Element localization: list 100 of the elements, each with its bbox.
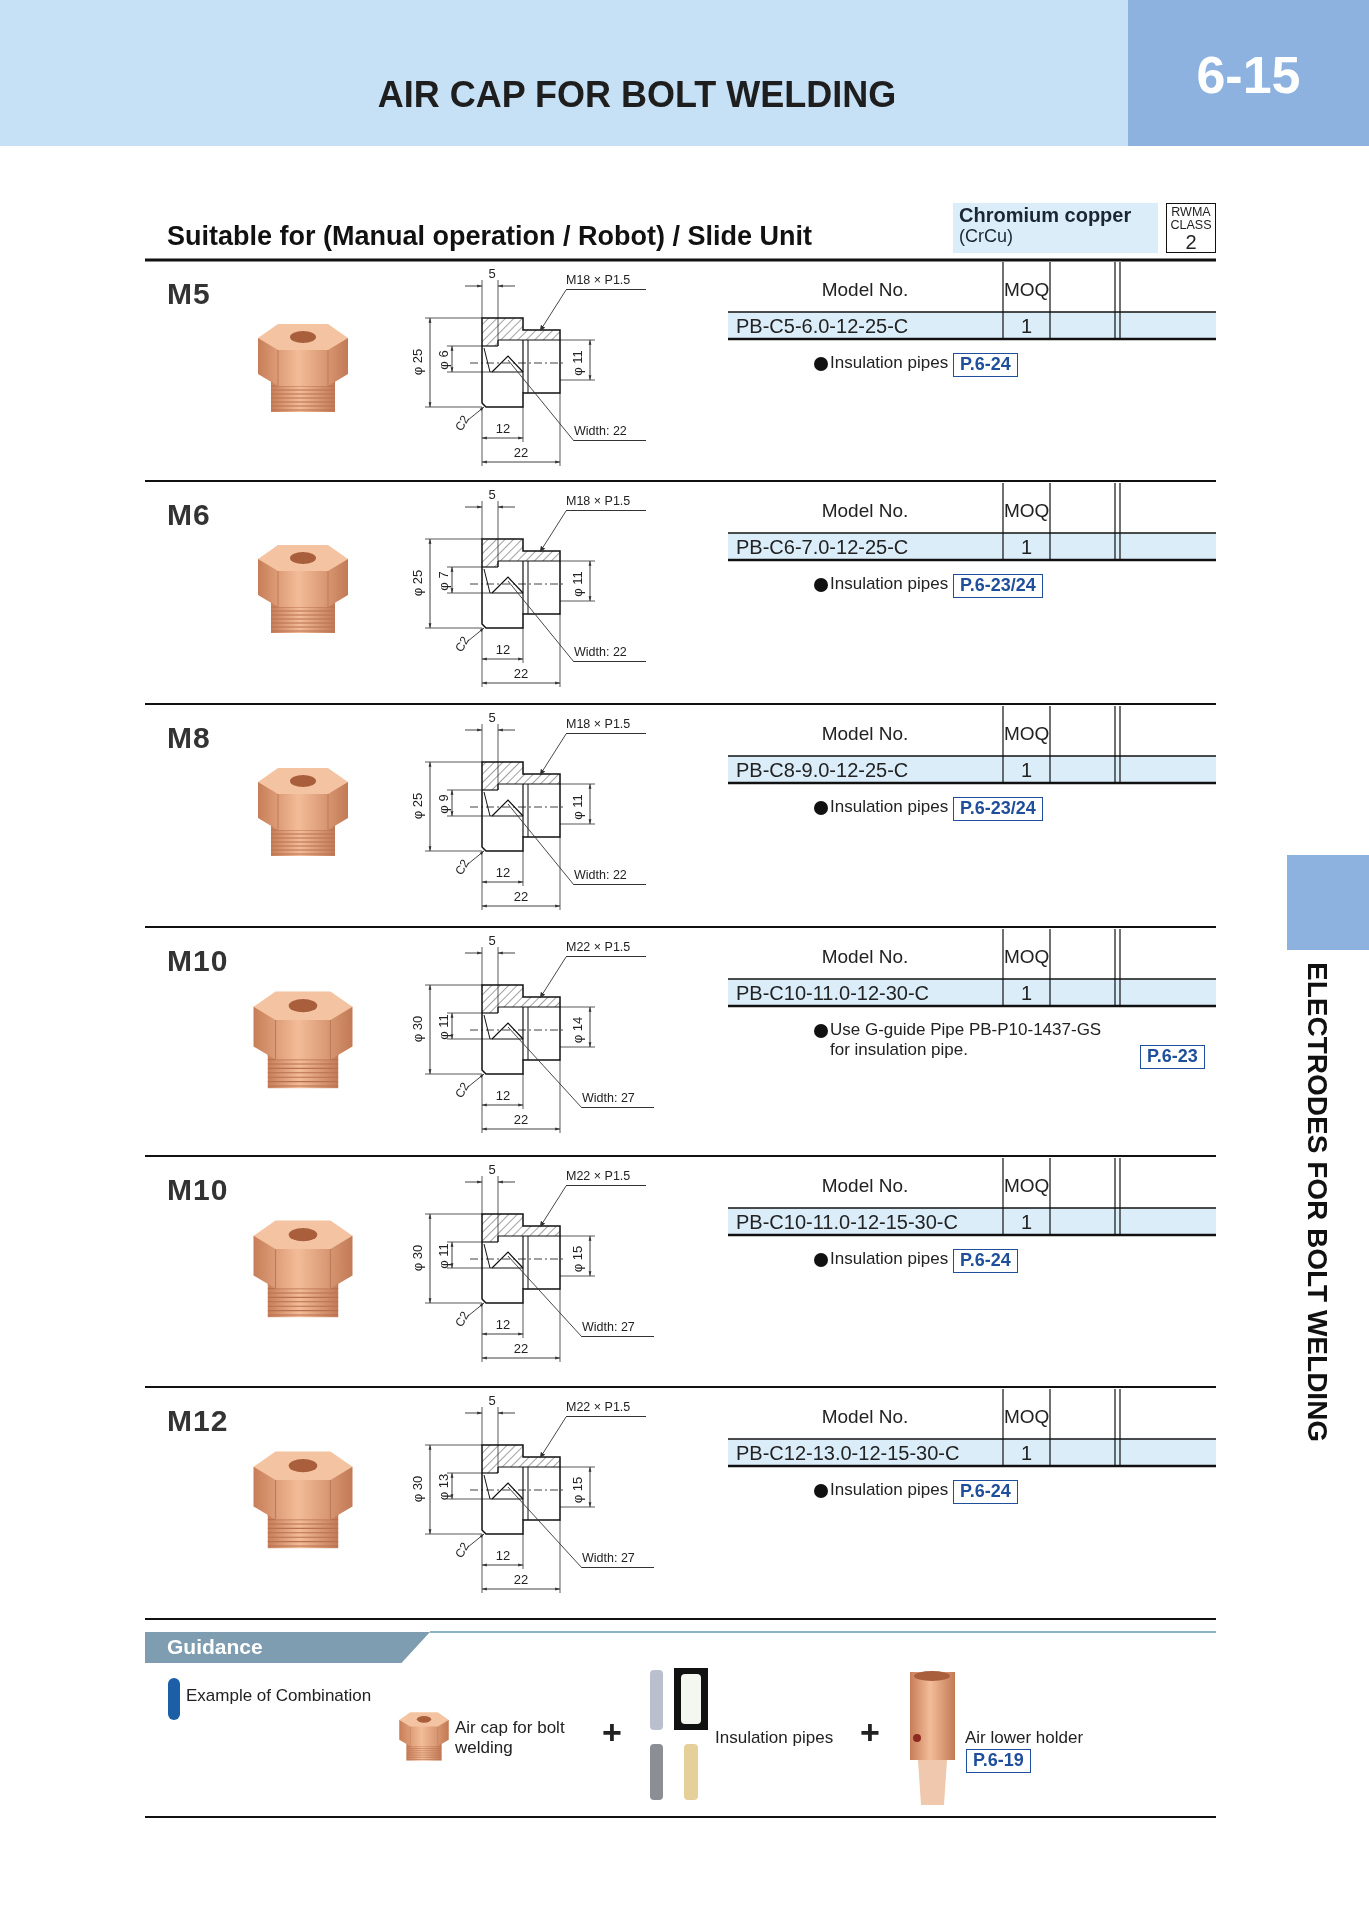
leader-line [507, 1255, 583, 1338]
side-tab [1287, 855, 1369, 950]
model-number: PB-C10-11.0-12-30-C [736, 981, 930, 1005]
dimension-label: 12 [494, 421, 512, 437]
note-text: Insulation pipes [830, 1480, 949, 1500]
product-caption: Air lower holder [965, 1728, 1084, 1748]
dimension-label: 22 [512, 445, 530, 461]
quantity-value: 1 [1019, 758, 1034, 782]
column-header: Model No. [820, 945, 910, 968]
product-caption: Air cap for bolt welding [455, 1718, 566, 1758]
note-text: Insulation pipes [830, 353, 949, 373]
thread-callout: M22 × P1.5 [566, 1168, 646, 1186]
dimension-label: φ 11 [436, 1242, 452, 1271]
dimension-label: φ 14 [570, 1015, 586, 1046]
dimension-label: φ 7 [436, 570, 452, 593]
column-header: MOQ [1004, 1405, 1049, 1428]
model-number: PB-C5-6.0-12-25-C [736, 314, 909, 338]
note-text: Use G-guide Pipe PB-P10-1437-GS for insulation pipe. [830, 1020, 1103, 1060]
quantity-value: 1 [1019, 1210, 1034, 1234]
quantity-value: 1 [1019, 1441, 1034, 1465]
dimension-label: φ 13 [436, 1472, 452, 1503]
page-reference: P.6-23/24 [953, 574, 1043, 598]
leader-line [507, 359, 575, 442]
dimension-label: φ 11 [570, 570, 586, 599]
dimension-label: φ 11 [436, 1013, 452, 1042]
dimension-label: φ 30 [410, 1243, 426, 1274]
model-number: PB-C8-9.0-12-25-C [736, 758, 909, 782]
dimension-label: 12 [494, 1088, 512, 1104]
material-panel: Chromium copper (CrCu) [953, 203, 1158, 253]
dimension-label: φ 30 [410, 1014, 426, 1045]
width-callout: Width: 27 [582, 1090, 654, 1108]
dimension-label: φ 15 [570, 1475, 586, 1506]
size-heading: M6 [167, 497, 211, 533]
page-reference: P.6-23 [1140, 1045, 1205, 1069]
dimension-label: 22 [512, 889, 530, 905]
dimension-label: φ 25 [410, 347, 426, 378]
dimension-label: 5 [487, 933, 497, 949]
dimension-label: 5 [487, 1393, 497, 1409]
leader-line [507, 580, 575, 663]
dimension-label: C2 [451, 632, 473, 657]
guidance-heading: Example of Combination [186, 1686, 372, 1706]
dimension-label: 22 [512, 666, 530, 682]
column-header: Model No. [820, 1174, 910, 1197]
dimension-label: 22 [512, 1341, 530, 1357]
plus-sign: + [860, 1712, 880, 1753]
note-text: Insulation pipes [830, 797, 949, 817]
dimension-label: φ 11 [570, 793, 586, 822]
dimension-label: φ 30 [410, 1474, 426, 1505]
page-reference: P.6-19 [966, 1749, 1031, 1773]
thread-callout: M22 × P1.5 [566, 1399, 646, 1417]
page-number-tab: 6-15 [1128, 0, 1369, 146]
dimension-label: 5 [487, 1162, 497, 1178]
dimension-label: 12 [494, 1548, 512, 1564]
note-text: Insulation pipes [830, 1249, 949, 1269]
dimension-label: C2 [451, 855, 473, 880]
column-header: MOQ [1004, 278, 1049, 301]
dimension-label: φ 15 [570, 1244, 586, 1275]
model-number: PB-C12-13.0-12-15-30-C [736, 1441, 960, 1465]
class-badge: RWMA CLASS 2 [1166, 203, 1216, 253]
size-heading: M10 [167, 1172, 229, 1208]
size-heading: M8 [167, 720, 211, 756]
page-reference: P.6-24 [953, 1249, 1018, 1273]
thread-callout: M22 × P1.5 [566, 939, 646, 957]
dimension-label: 5 [487, 266, 497, 282]
dimension-label: φ 9 [436, 793, 452, 816]
product-caption: Insulation pipes [715, 1728, 834, 1748]
column-header: Model No. [820, 1405, 910, 1428]
width-callout: Width: 22 [574, 423, 646, 441]
quantity-value: 1 [1019, 535, 1034, 559]
dimension-label: φ 25 [410, 791, 426, 822]
size-heading: M10 [167, 943, 229, 979]
dimension-label: 12 [494, 865, 512, 881]
width-callout: Width: 22 [574, 867, 646, 885]
dimension-label: 5 [487, 487, 497, 503]
page-reference: P.6-23/24 [953, 797, 1043, 821]
column-header: MOQ [1004, 1174, 1049, 1197]
dimension-label: 12 [494, 1317, 512, 1333]
width-callout: Width: 22 [574, 644, 646, 662]
dimension-label: φ 11 [570, 349, 586, 378]
thread-callout: M18 × P1.5 [566, 716, 646, 734]
leader-line [507, 803, 575, 886]
quantity-value: 1 [1019, 981, 1034, 1005]
thread-callout: M18 × P1.5 [566, 493, 646, 511]
dimension-label: 5 [487, 710, 497, 726]
side-tab-text: ELECTRODES FOR BOLT WELDING [1301, 962, 1334, 1443]
width-callout: Width: 27 [582, 1319, 654, 1337]
model-number: PB-C6-7.0-12-25-C [736, 535, 909, 559]
column-header: Model No. [820, 278, 910, 301]
dimension-label: 22 [512, 1572, 530, 1588]
column-header: Model No. [820, 722, 910, 745]
dimension-label: C2 [451, 411, 473, 436]
page-reference: P.6-24 [953, 353, 1018, 377]
thread-callout: M18 × P1.5 [566, 272, 646, 290]
dimension-label: 22 [512, 1112, 530, 1128]
dimension-label: 12 [494, 642, 512, 658]
size-heading: M5 [167, 276, 211, 312]
section-tab: Guidance [145, 1632, 430, 1663]
leader-line [507, 1486, 583, 1569]
dimension-label: C2 [451, 1307, 473, 1332]
leader-line [507, 1026, 583, 1109]
